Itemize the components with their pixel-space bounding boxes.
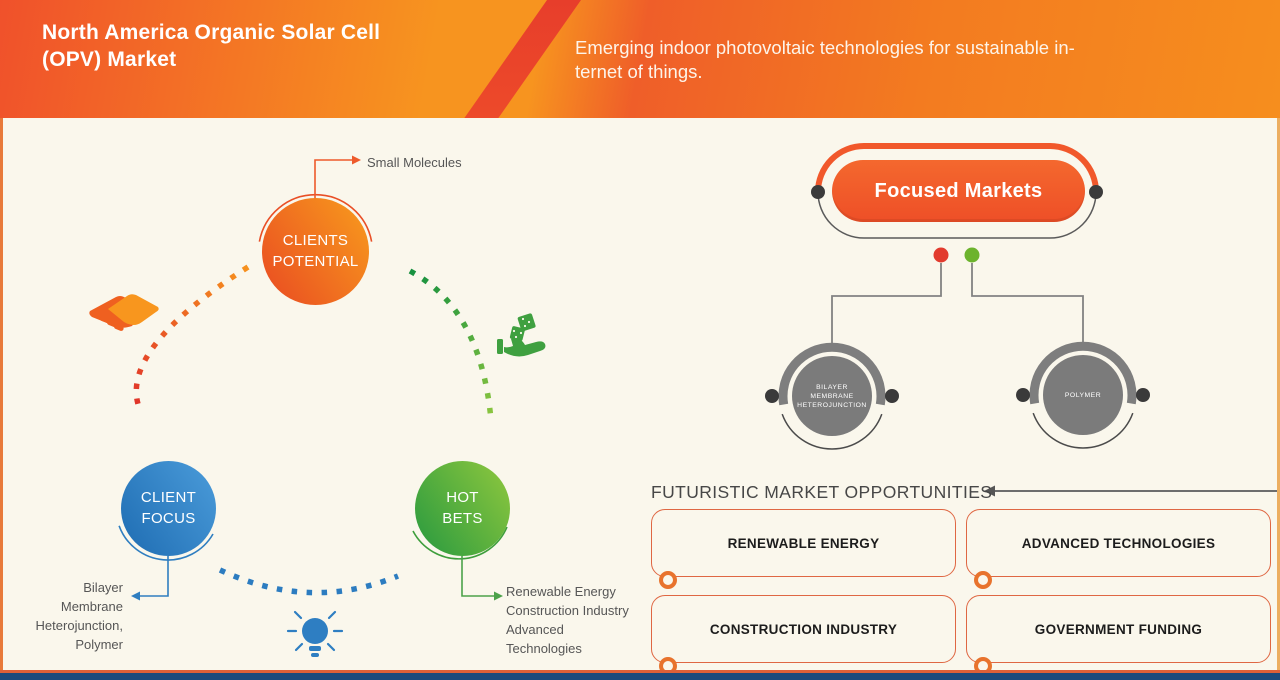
opportunities-grid: RENEWABLE ENERGY ADVANCED TECHNOLOGIES C… [651, 509, 1271, 675]
polymer-node-label: POLYMER [1064, 392, 1102, 399]
focused-markets-pill: Focused Markets [832, 160, 1085, 222]
opportunity-card: ADVANCED TECHNOLOGIES [966, 509, 1271, 589]
header: North America Organic Solar Cell (OPV) M… [0, 0, 1280, 118]
opportunity-card: RENEWABLE ENERGY [651, 509, 956, 589]
hot-bets-arrowhead [494, 591, 503, 601]
opportunities-heading: FUTURISTIC MARKET OPPORTUNITIES [651, 482, 993, 502]
hot-bets-label: HOT BETS [442, 488, 483, 527]
clients-potential-label: CLIENTS POTENTIAL [272, 231, 359, 270]
small-molecules-arrowhead [352, 155, 361, 165]
hot-bets-arrow [461, 556, 494, 597]
legend-dot-red [933, 247, 949, 263]
dotted-arc-right [408, 268, 494, 421]
dotted-arc-left [133, 264, 250, 412]
opportunity-card: CONSTRUCTION INDUSTRY [651, 595, 956, 675]
opportunity-label: CONSTRUCTION INDUSTRY [709, 621, 898, 637]
hot-bets-bubble: HOT BETS [415, 461, 510, 556]
footer-bar [0, 673, 1280, 680]
small-molecules-arrow [314, 159, 352, 202]
opportunity-label: ADVANCED TECHNOLOGIES [1021, 535, 1216, 551]
corner-ring-icon [974, 571, 992, 589]
renewable-note: Renewable Energy Construction Industry A… [506, 584, 629, 656]
client-focus-arc [118, 525, 214, 561]
dotted-arc-bottom [218, 567, 400, 596]
client-focus-label: CLIENT FOCUS [140, 488, 197, 527]
bilayer-note: Bilayer Membrane Heterojunction, Polymer [35, 580, 123, 652]
ring-end-dot-left [811, 185, 825, 199]
opportunity-label: GOVERNMENT FUNDING [1034, 621, 1203, 637]
bilayer-node-label: BILAYER MEMBRANE HETEROJUNCTION [797, 384, 867, 409]
lightbulb-icon [286, 610, 344, 657]
client-focus-bubble: CLIENT FOCUS [121, 461, 216, 556]
small-molecules-note: Small Molecules [367, 155, 462, 170]
bilayer-node [765, 342, 899, 450]
dice-hand-icon [497, 313, 546, 357]
left-border [0, 118, 3, 673]
page-subtitle: Emerging indoor photovoltaic technologie… [575, 37, 1075, 82]
connector-left [831, 263, 942, 346]
bottom-accent-line [0, 670, 1280, 673]
connector-right [971, 263, 1084, 345]
focused-ring-bottom [817, 191, 1097, 239]
page-title: North America Organic Solar Cell (OPV) M… [42, 21, 381, 71]
opportunities-arrowhead [984, 485, 995, 497]
opportunity-label: RENEWABLE ENERGY [727, 535, 880, 551]
handshake-icon [89, 294, 159, 331]
ring-end-dot-right [1089, 185, 1103, 199]
client-focus-arrowhead [131, 591, 140, 601]
client-focus-arrow [140, 556, 169, 597]
legend-dot-green [964, 247, 980, 263]
clients-potential-bubble: CLIENTS POTENTIAL [262, 198, 369, 305]
opportunity-card: GOVERNMENT FUNDING [966, 595, 1271, 675]
polymer-node [1016, 341, 1150, 449]
focused-ring-top [815, 143, 1099, 195]
corner-ring-icon [659, 571, 677, 589]
right-border [1277, 118, 1280, 673]
